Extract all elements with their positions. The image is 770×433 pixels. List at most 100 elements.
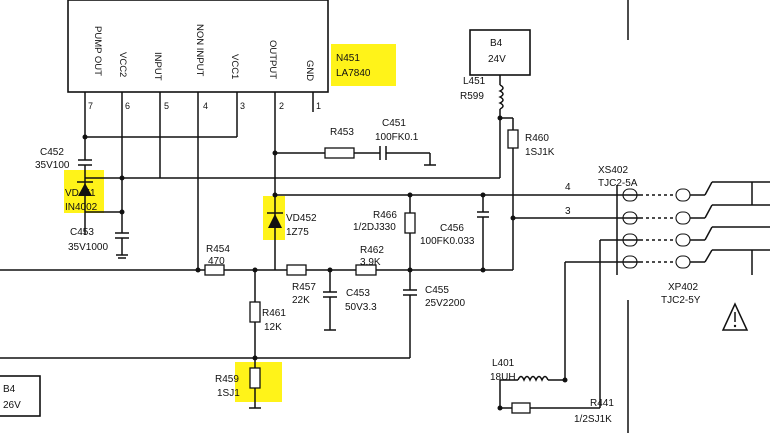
ic-part: LA7840 [336, 68, 371, 79]
r454-value: 470 [208, 256, 225, 267]
l451-value: R599 [460, 91, 484, 102]
c452-ref: C452 [40, 147, 64, 158]
l451-coil [498, 75, 620, 270]
r459-resistor [249, 367, 261, 389]
junction [562, 377, 568, 383]
junction [272, 192, 278, 198]
r457-resistor [286, 264, 307, 276]
r462-resistor [355, 264, 377, 276]
supply-26v-voltage: 26V [3, 400, 21, 411]
r460-ref: R460 [525, 133, 549, 144]
vd451-value: IN4002 [65, 202, 98, 213]
r441-value: 1/2SJ1K [574, 414, 612, 425]
c451-ref: C451 [382, 118, 406, 129]
connector-pin-4: 4 [565, 182, 571, 193]
r460-value: 1SJ1K [525, 147, 555, 158]
supply-24v-voltage: 24V [488, 54, 506, 65]
c453b-capacitor [323, 270, 337, 331]
junction [272, 150, 278, 156]
connector-pin-3: 3 [565, 206, 571, 217]
r462-value: 3.9K [360, 257, 381, 268]
r457-ref: R457 [292, 282, 316, 293]
junction [119, 209, 125, 215]
pin-num-6: 6 [125, 101, 130, 111]
junction [82, 134, 88, 140]
junction [497, 115, 503, 121]
r454-ref: R454 [206, 244, 230, 255]
r454-resistor [204, 264, 225, 276]
ic-ref: N451 [336, 53, 360, 64]
r459-value: 1SJ1 [217, 388, 240, 399]
pin-num-1: 1 [316, 101, 321, 111]
l451-ref: L451 [463, 76, 486, 87]
r453-resistor [324, 147, 355, 159]
connector-xs402-xp402 [616, 181, 770, 275]
r466-value: 1/2DJ330 [353, 222, 396, 233]
c456-ref: C456 [440, 223, 464, 234]
c453-ref: C453 [70, 227, 94, 238]
input-network [160, 136, 237, 270]
vd452-ref: VD452 [286, 213, 317, 224]
r462-ref: R462 [360, 245, 384, 256]
output-line [275, 194, 620, 290]
pin-label-gnd: GND [304, 60, 315, 81]
pump-out-network [78, 136, 161, 259]
xs402-type: TJC2-5A [598, 178, 638, 189]
junction [497, 405, 503, 411]
junction [195, 267, 201, 273]
xp402-ref: XP402 [668, 282, 698, 293]
pin-num-5: 5 [164, 101, 169, 111]
pin-num-2: 2 [279, 101, 284, 111]
c451-value: 100FK0.1 [375, 132, 419, 143]
r460-resistor [507, 129, 519, 149]
pin-label-vcc2: VCC2 [117, 52, 128, 77]
c453b-value: 50V3.3 [345, 302, 377, 313]
pin-num-3: 3 [240, 101, 245, 111]
c452-value: 35V100 [35, 160, 70, 171]
ic-pin-numbers: 7 6 5 4 3 2 1 [88, 101, 321, 111]
supply-box-26v [0, 375, 41, 417]
r453-c451-branch [275, 152, 436, 166]
vd452-value: 1Z75 [286, 227, 309, 238]
pin-label-input: INPUT [152, 52, 163, 81]
pin-label-non-input: NON INPUT [194, 24, 205, 76]
c455-value: 25V2200 [425, 298, 465, 309]
r461-resistor [249, 301, 261, 323]
ic-pin-stubs [84, 92, 314, 270]
junction [510, 215, 516, 221]
junction [480, 267, 486, 273]
vd451-diode [77, 181, 93, 196]
r459-ref: R459 [215, 374, 239, 385]
xp402-type: TJC2-5Y [661, 295, 701, 306]
pin-num-7: 7 [88, 101, 93, 111]
vd452-diode [267, 212, 283, 228]
supply-box-24v [469, 29, 531, 76]
c455-capacitor [255, 289, 417, 359]
c455-ref: C455 [425, 285, 449, 296]
xs402-ref: XS402 [598, 165, 628, 176]
c456-value: 100FK0.033 [420, 236, 475, 247]
c453b-ref: C453 [346, 288, 370, 299]
r466-ref: R466 [373, 210, 397, 221]
l401-value: 18UH [490, 372, 516, 383]
l401-ref: L401 [492, 358, 515, 369]
highlight-ic-label [331, 44, 396, 86]
ic-pin-labels: PUMP OUT VCC2 INPUT NON INPUT VCC1 OUTPU… [92, 24, 315, 81]
warning-triangle-icon [721, 302, 749, 331]
r466-resistor [404, 212, 416, 234]
r461-value: 12K [264, 322, 282, 333]
pin-num-4: 4 [203, 101, 208, 111]
pin-label-vcc1: VCC1 [229, 54, 240, 79]
vd451-ref: VD451 [65, 188, 96, 199]
pin-label-pump-out: PUMP OUT [92, 26, 103, 76]
junction [407, 192, 413, 198]
r457-value: 22K [292, 295, 310, 306]
r461-ref: R461 [262, 308, 286, 319]
r441-resistor [511, 402, 531, 414]
pin-label-output: OUTPUT [267, 40, 278, 79]
junction [407, 267, 413, 273]
junction [480, 192, 486, 198]
r441-ref: R441 [590, 398, 614, 409]
